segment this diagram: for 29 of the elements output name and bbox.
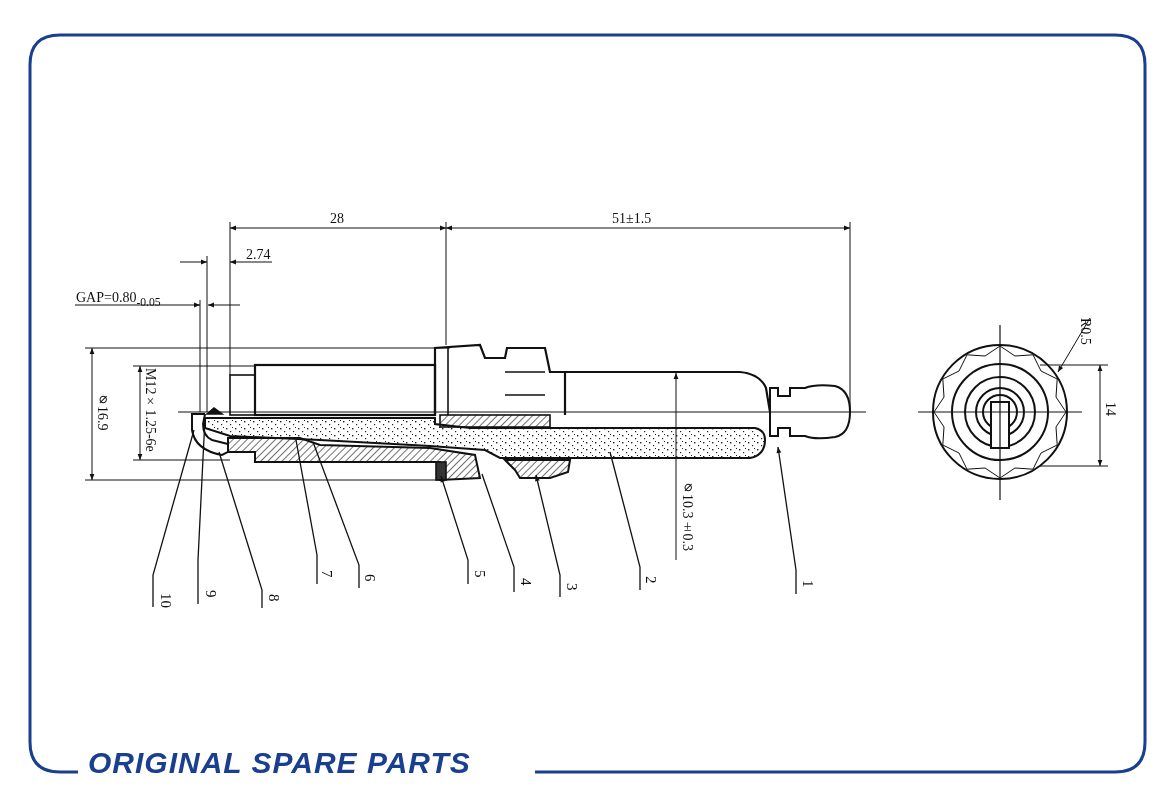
leader-line	[481, 473, 515, 593]
callout-number: 5	[472, 570, 487, 578]
callout-number: 6	[362, 574, 377, 582]
tagline-text: ORIGINAL SPARE PARTS	[88, 748, 471, 778]
leader-line	[609, 451, 641, 591]
callout-number: 7	[319, 570, 334, 578]
dimension-label: 2.74	[246, 248, 271, 262]
dimension-label: 51±1.5	[612, 212, 652, 226]
callout-number: 9	[203, 590, 218, 598]
dimension-label: GAP=0.80$_{-0.05}$	[76, 291, 161, 309]
callout-number: 3	[564, 583, 579, 591]
callout-number: 4	[518, 578, 533, 586]
leader-line	[440, 475, 469, 585]
callout-number: 10	[158, 593, 173, 608]
dimension-label: M12×1.25-6e	[143, 368, 157, 452]
leader-line	[295, 439, 318, 585]
leader-line	[776, 446, 797, 595]
dimension-label: ⌀10.3±0.3	[680, 478, 694, 551]
callout-number: 8	[266, 594, 281, 602]
leader-line	[312, 441, 360, 589]
leader-line	[152, 429, 195, 608]
leader-line	[218, 451, 263, 609]
dimension-label: 14	[1103, 402, 1117, 416]
leader-line	[535, 474, 561, 598]
dimension-label: ⌀16.9	[95, 390, 109, 431]
dimension-label: R0.5	[1078, 318, 1092, 345]
dimension-label: 28	[330, 212, 344, 226]
callout-number: 2	[643, 576, 658, 584]
callout-number: 1	[800, 580, 815, 588]
